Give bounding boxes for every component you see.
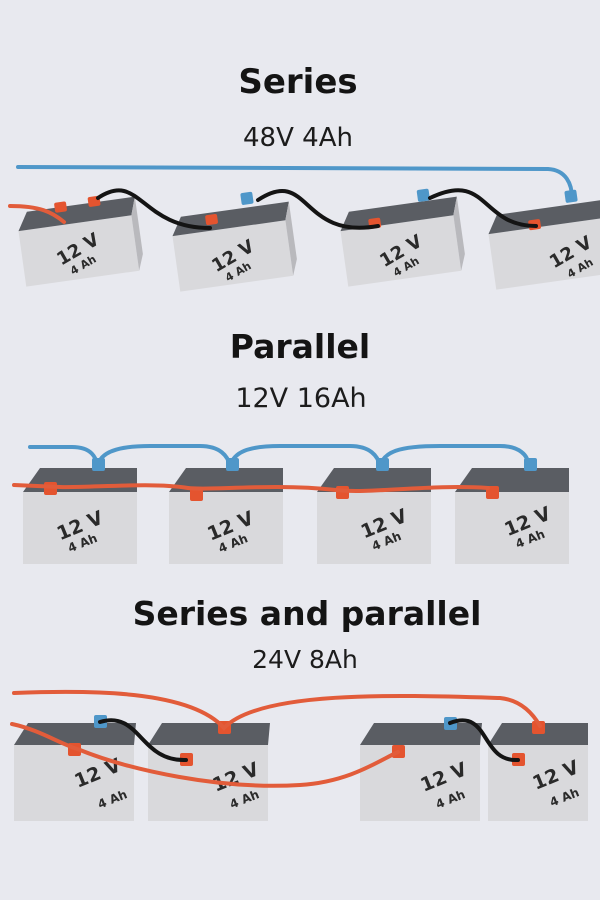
series-parallel-spec: 24V 8Ah bbox=[252, 645, 358, 674]
series-title: Series bbox=[238, 62, 357, 102]
positive-terminal bbox=[205, 214, 218, 226]
series-link-wire-3 bbox=[428, 188, 538, 228]
parallel-section: Parallel 12V 16Ah 12 V 4 Ah 12 V 4 Ah 12… bbox=[12, 327, 569, 564]
parallel-spec: 12V 16Ah bbox=[235, 383, 366, 414]
series-parallel-battery-3: 12 V 4 Ah bbox=[360, 717, 482, 821]
series-parallel-link-wire-1 bbox=[98, 718, 188, 763]
parallel-battery-2: 12 V 4 Ah bbox=[169, 458, 283, 564]
series-positive-lead-wire bbox=[8, 204, 66, 224]
parallel-battery-3: 12 V 4 Ah bbox=[317, 458, 431, 564]
positive-terminal bbox=[54, 201, 67, 213]
series-parallel-title: Series and parallel bbox=[133, 594, 482, 633]
series-battery-2: 12 V 4 Ah bbox=[172, 191, 297, 292]
series-parallel-battery-2: 12 V 4 Ah bbox=[148, 721, 270, 821]
series-link-wire-1 bbox=[96, 188, 212, 230]
series-link-wire-2 bbox=[256, 189, 380, 230]
series-parallel-top-wire bbox=[12, 689, 542, 731]
series-battery-3: 12 V 4 Ah bbox=[340, 188, 465, 287]
series-spec: 48V 4Ah bbox=[243, 123, 353, 153]
parallel-title: Parallel bbox=[230, 327, 370, 366]
series-battery-4: 12 V 4 Ah bbox=[488, 189, 600, 290]
series-section: Series 48V 4Ah 12 V 4 Ah 12 V 4 Ah bbox=[8, 62, 600, 292]
series-parallel-battery-4: 12 V 4 Ah bbox=[488, 721, 588, 821]
positive-terminal bbox=[532, 721, 545, 734]
parallel-positive-bus-wire bbox=[12, 483, 490, 493]
parallel-battery-1: 12 V 4 Ah bbox=[23, 458, 137, 564]
negative-terminal bbox=[240, 191, 254, 205]
parallel-battery-4: 12 V 4 Ah bbox=[455, 458, 569, 564]
series-battery-1: 12 V 4 Ah bbox=[18, 195, 143, 287]
series-parallel-cross-wire bbox=[10, 722, 400, 788]
series-negative-lead-wire bbox=[16, 165, 574, 200]
parallel-negative-bus-wire bbox=[28, 444, 530, 467]
series-parallel-battery-1: 12 V 4 Ah bbox=[14, 715, 136, 821]
negative-terminal bbox=[416, 188, 430, 202]
series-parallel-section: Series and parallel 24V 8Ah 12 V 4 Ah 12… bbox=[10, 594, 588, 821]
positive-terminal bbox=[190, 488, 203, 501]
series-parallel-link-wire-2 bbox=[448, 718, 520, 763]
